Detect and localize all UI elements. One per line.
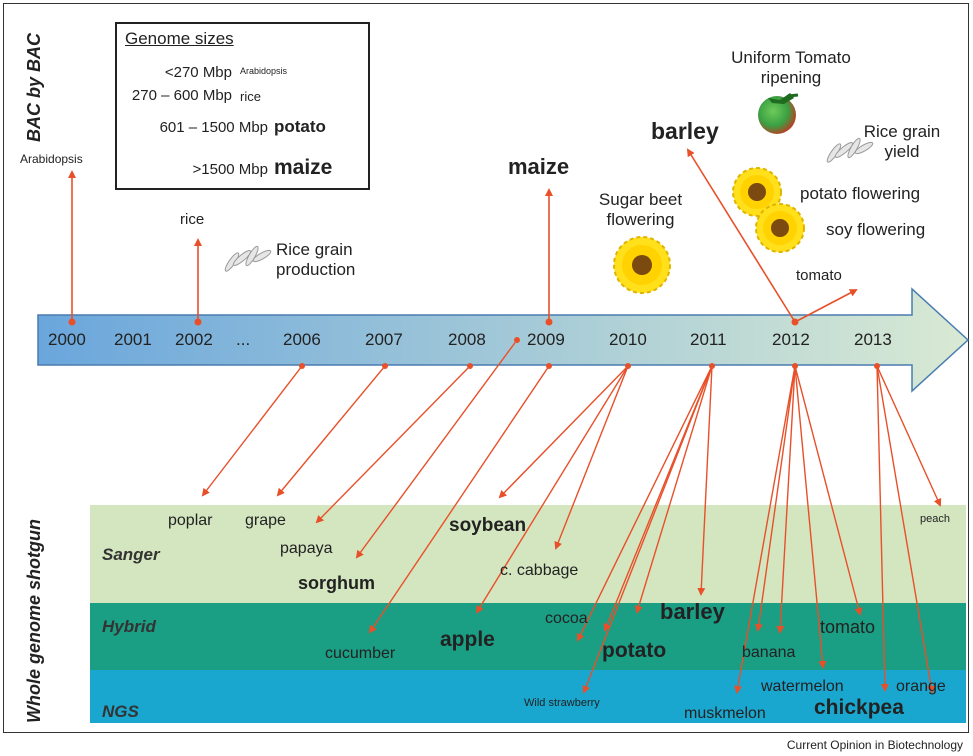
year-label: 2009 (527, 330, 565, 349)
trait-label: potato flowering (800, 184, 921, 203)
legend-title: Genome sizes (125, 29, 234, 48)
band-label-hybrid: Hybrid (102, 617, 156, 636)
bac-arrows (68, 148, 858, 323)
wgs-genome-label: barley (660, 599, 725, 624)
year-label: 2011 (690, 330, 727, 349)
wgs-genome-label: potato (602, 639, 667, 662)
wgs-genome-label: cucumber (325, 645, 396, 662)
tomato-icon (758, 93, 799, 134)
wgs-genome-label: orange (896, 678, 946, 695)
figure-frame (3, 3, 969, 733)
legend-range: <270 Mbp (164, 64, 232, 81)
bac-genome-label: tomato (796, 267, 842, 284)
year-label: 2013 (854, 330, 892, 349)
bac-genome-label: Arabidopsis (20, 152, 83, 166)
year-label: 2012 (772, 330, 810, 349)
trait-text: Rice grain production (276, 240, 356, 280)
year-label: ... (236, 330, 251, 349)
sunflower-icon (613, 236, 671, 294)
wgs-genome-label: soybean (449, 515, 527, 536)
bac-dots (68, 318, 799, 326)
rice-grain-icon (826, 137, 874, 163)
wgs-arrows (201, 339, 942, 694)
timeline-arrow (37, 287, 970, 393)
wgs-genome-label: peach (920, 513, 950, 525)
sunflower-icon (755, 203, 805, 253)
wgs-genome-label: muskmelon (684, 705, 766, 722)
sunflower-icon (732, 167, 782, 217)
wgs-genome-label: sorghum (298, 573, 376, 593)
year-label: 2006 (283, 330, 321, 349)
legend-crop: maize (274, 156, 333, 179)
year-label: 2010 (609, 330, 647, 349)
axis-label-bac: BAC by BAC (24, 32, 44, 142)
legend-range: >1500 Mbp (192, 161, 268, 178)
rice-grain-icon (224, 245, 272, 272)
wgs-genome-label: Wild strawberry (524, 697, 600, 709)
wgs-genome-label: chickpea (814, 696, 904, 719)
legend-crop: Arabidopsis (240, 66, 288, 76)
bac-genome-label: barley (651, 118, 719, 144)
wgs-genome-label: watermelon (761, 678, 844, 695)
source-credit: Current Opinion in Biotechnology (786, 738, 963, 752)
wgs-genome-label: apple (440, 628, 495, 651)
band-ngs (90, 670, 966, 723)
bac-genome-label: maize (508, 154, 570, 179)
trait-text: Sugar beet flowering (598, 190, 683, 230)
trait-label: Rice grain yield (862, 122, 942, 163)
band-label-sanger: Sanger (102, 545, 160, 564)
wgs-genome-label: cocoa (545, 610, 588, 627)
trait-label: Uniform Tomato ripening (706, 48, 876, 89)
legend-range: 601 – 1500 Mbp (159, 119, 268, 136)
wgs-genome-label: poplar (168, 512, 213, 529)
year-label: 2000 (48, 330, 86, 349)
legend-range: 270 – 600 Mbp (131, 87, 232, 104)
legend-box: Genome sizes <270 Mbp Arabidopsis 270 – … (115, 22, 370, 190)
trait-label: Sugar beet flowering (588, 190, 693, 231)
bac-genome-label: rice (180, 211, 205, 228)
wgs-genome-label: tomato (820, 617, 876, 637)
wgs-genome-label: c. cabbage (500, 562, 579, 579)
trait-label: Rice grain production (276, 240, 381, 281)
band-label-ngs: NGS (102, 702, 139, 721)
year-label: 2008 (448, 330, 486, 349)
wgs-genome-label: papaya (280, 540, 333, 557)
legend-crop: rice (240, 89, 261, 104)
wgs-dots (299, 337, 880, 369)
trait-text: Uniform Tomato ripening (731, 48, 851, 88)
year-label: 2007 (365, 330, 403, 349)
wgs-genome-label: banana (742, 644, 796, 661)
axis-label-wgs: Whole genome shotgun (24, 519, 44, 723)
legend-crop: potato (274, 117, 326, 136)
trait-label: soy flowering (826, 220, 926, 239)
year-label: 2002 (175, 330, 213, 349)
wgs-genome-label: grape (245, 512, 286, 529)
year-label: 2001 (114, 330, 152, 349)
band-sanger (90, 505, 966, 603)
trait-text: Rice grain yield (863, 122, 941, 162)
